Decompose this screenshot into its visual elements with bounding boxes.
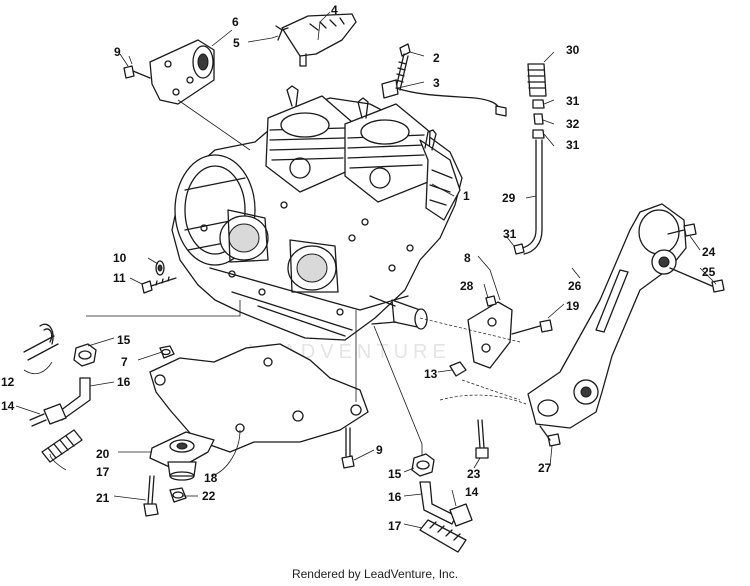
nut-15-right — [411, 453, 435, 477]
callout-26: 26 — [568, 279, 582, 293]
bolt-25 — [669, 267, 725, 293]
clamp-31-top — [532, 99, 545, 109]
nut-13 — [449, 361, 467, 377]
callout-15-left: 15 — [117, 333, 131, 347]
bracket-8 — [419, 301, 527, 405]
washer-10 — [155, 260, 165, 276]
callout-12: 12 — [1, 375, 15, 389]
rubber-mount-20 — [149, 431, 215, 481]
nut-22 — [169, 487, 187, 503]
clip-5 — [275, 25, 289, 41]
callout-31-top: 31 — [566, 94, 580, 108]
callout-4: 4 — [331, 3, 338, 17]
spring-17-left — [41, 429, 83, 463]
fitting-32 — [533, 113, 544, 125]
bolt-23 — [475, 419, 489, 459]
callout-22: 22 — [202, 489, 216, 503]
bolt-9-lower — [341, 427, 355, 469]
callout-9-top: 9 — [114, 45, 121, 59]
bolt-19 — [511, 319, 553, 335]
sensor-cable-3 — [381, 79, 507, 117]
callout-11: 11 — [113, 271, 126, 285]
callout-16-right: 16 — [388, 490, 402, 504]
bolt-11 — [141, 276, 177, 294]
callout-25: 25 — [702, 265, 716, 279]
callout-15-right: 15 — [388, 467, 402, 481]
callout-16-left: 16 — [117, 375, 131, 389]
mount-plate-18 — [149, 343, 369, 453]
clamp-31-mid — [532, 129, 545, 139]
callout-19: 19 — [566, 299, 580, 313]
callout-31-mid: 31 — [566, 138, 580, 152]
leader-lines — [15, 11, 717, 529]
nut-7 — [159, 345, 175, 359]
callout-29: 29 — [502, 191, 516, 205]
lift-handle-4 — [281, 13, 357, 67]
fitting-14-right — [449, 503, 473, 527]
callout-6: 6 — [232, 15, 239, 29]
spring-17-right — [419, 519, 467, 553]
u-clamp-12 — [23, 323, 59, 361]
callout-17-left: 17 — [96, 465, 110, 479]
callout-27: 27 — [538, 461, 552, 475]
bolt-9-top — [123, 65, 151, 79]
callout-9-lower: 9 — [376, 443, 383, 457]
callout-18: 18 — [204, 471, 218, 485]
callout-28: 28 — [460, 279, 474, 293]
cap-30 — [527, 63, 547, 97]
callout-8: 8 — [464, 251, 471, 265]
callout-numbers: 1 2 3 4 5 6 7 8 9 9 10 11 12 13 14 14 15… — [1, 3, 716, 533]
oil-line-29 — [521, 139, 543, 255]
bolt-27 — [539, 425, 561, 447]
bolt-2 — [395, 43, 411, 91]
callout-5: 5 — [233, 36, 240, 50]
callout-13: 13 — [424, 367, 438, 381]
callout-32: 32 — [566, 117, 580, 131]
callout-24: 24 — [702, 245, 716, 259]
stud-16-right — [419, 481, 457, 525]
nut-15-left — [73, 343, 97, 367]
mount-arm-26 — [527, 203, 687, 429]
callout-3: 3 — [433, 76, 440, 90]
callout-1: 1 — [463, 189, 470, 203]
callout-14-left: 14 — [1, 399, 15, 413]
bolt-21 — [143, 475, 159, 517]
fitting-14-left — [29, 403, 67, 427]
callout-14-right: 14 — [465, 485, 479, 499]
footer-credit: Rendered by LeadVenture, Inc. — [291, 567, 459, 581]
mount-bracket-6 — [149, 39, 215, 105]
engine-assembly — [171, 85, 463, 341]
clamp-31-bottom — [513, 243, 525, 255]
callout-31-bottom: 31 — [503, 227, 517, 241]
bolt-24 — [667, 223, 697, 237]
callout-20: 20 — [96, 447, 110, 461]
callout-17-right: 17 — [388, 519, 402, 533]
callout-2: 2 — [433, 51, 440, 65]
callout-7: 7 — [121, 355, 128, 369]
callout-23: 23 — [467, 467, 481, 481]
callout-30: 30 — [566, 43, 580, 57]
screw-28 — [485, 295, 497, 307]
callout-10: 10 — [113, 251, 127, 265]
callout-21: 21 — [96, 491, 110, 505]
